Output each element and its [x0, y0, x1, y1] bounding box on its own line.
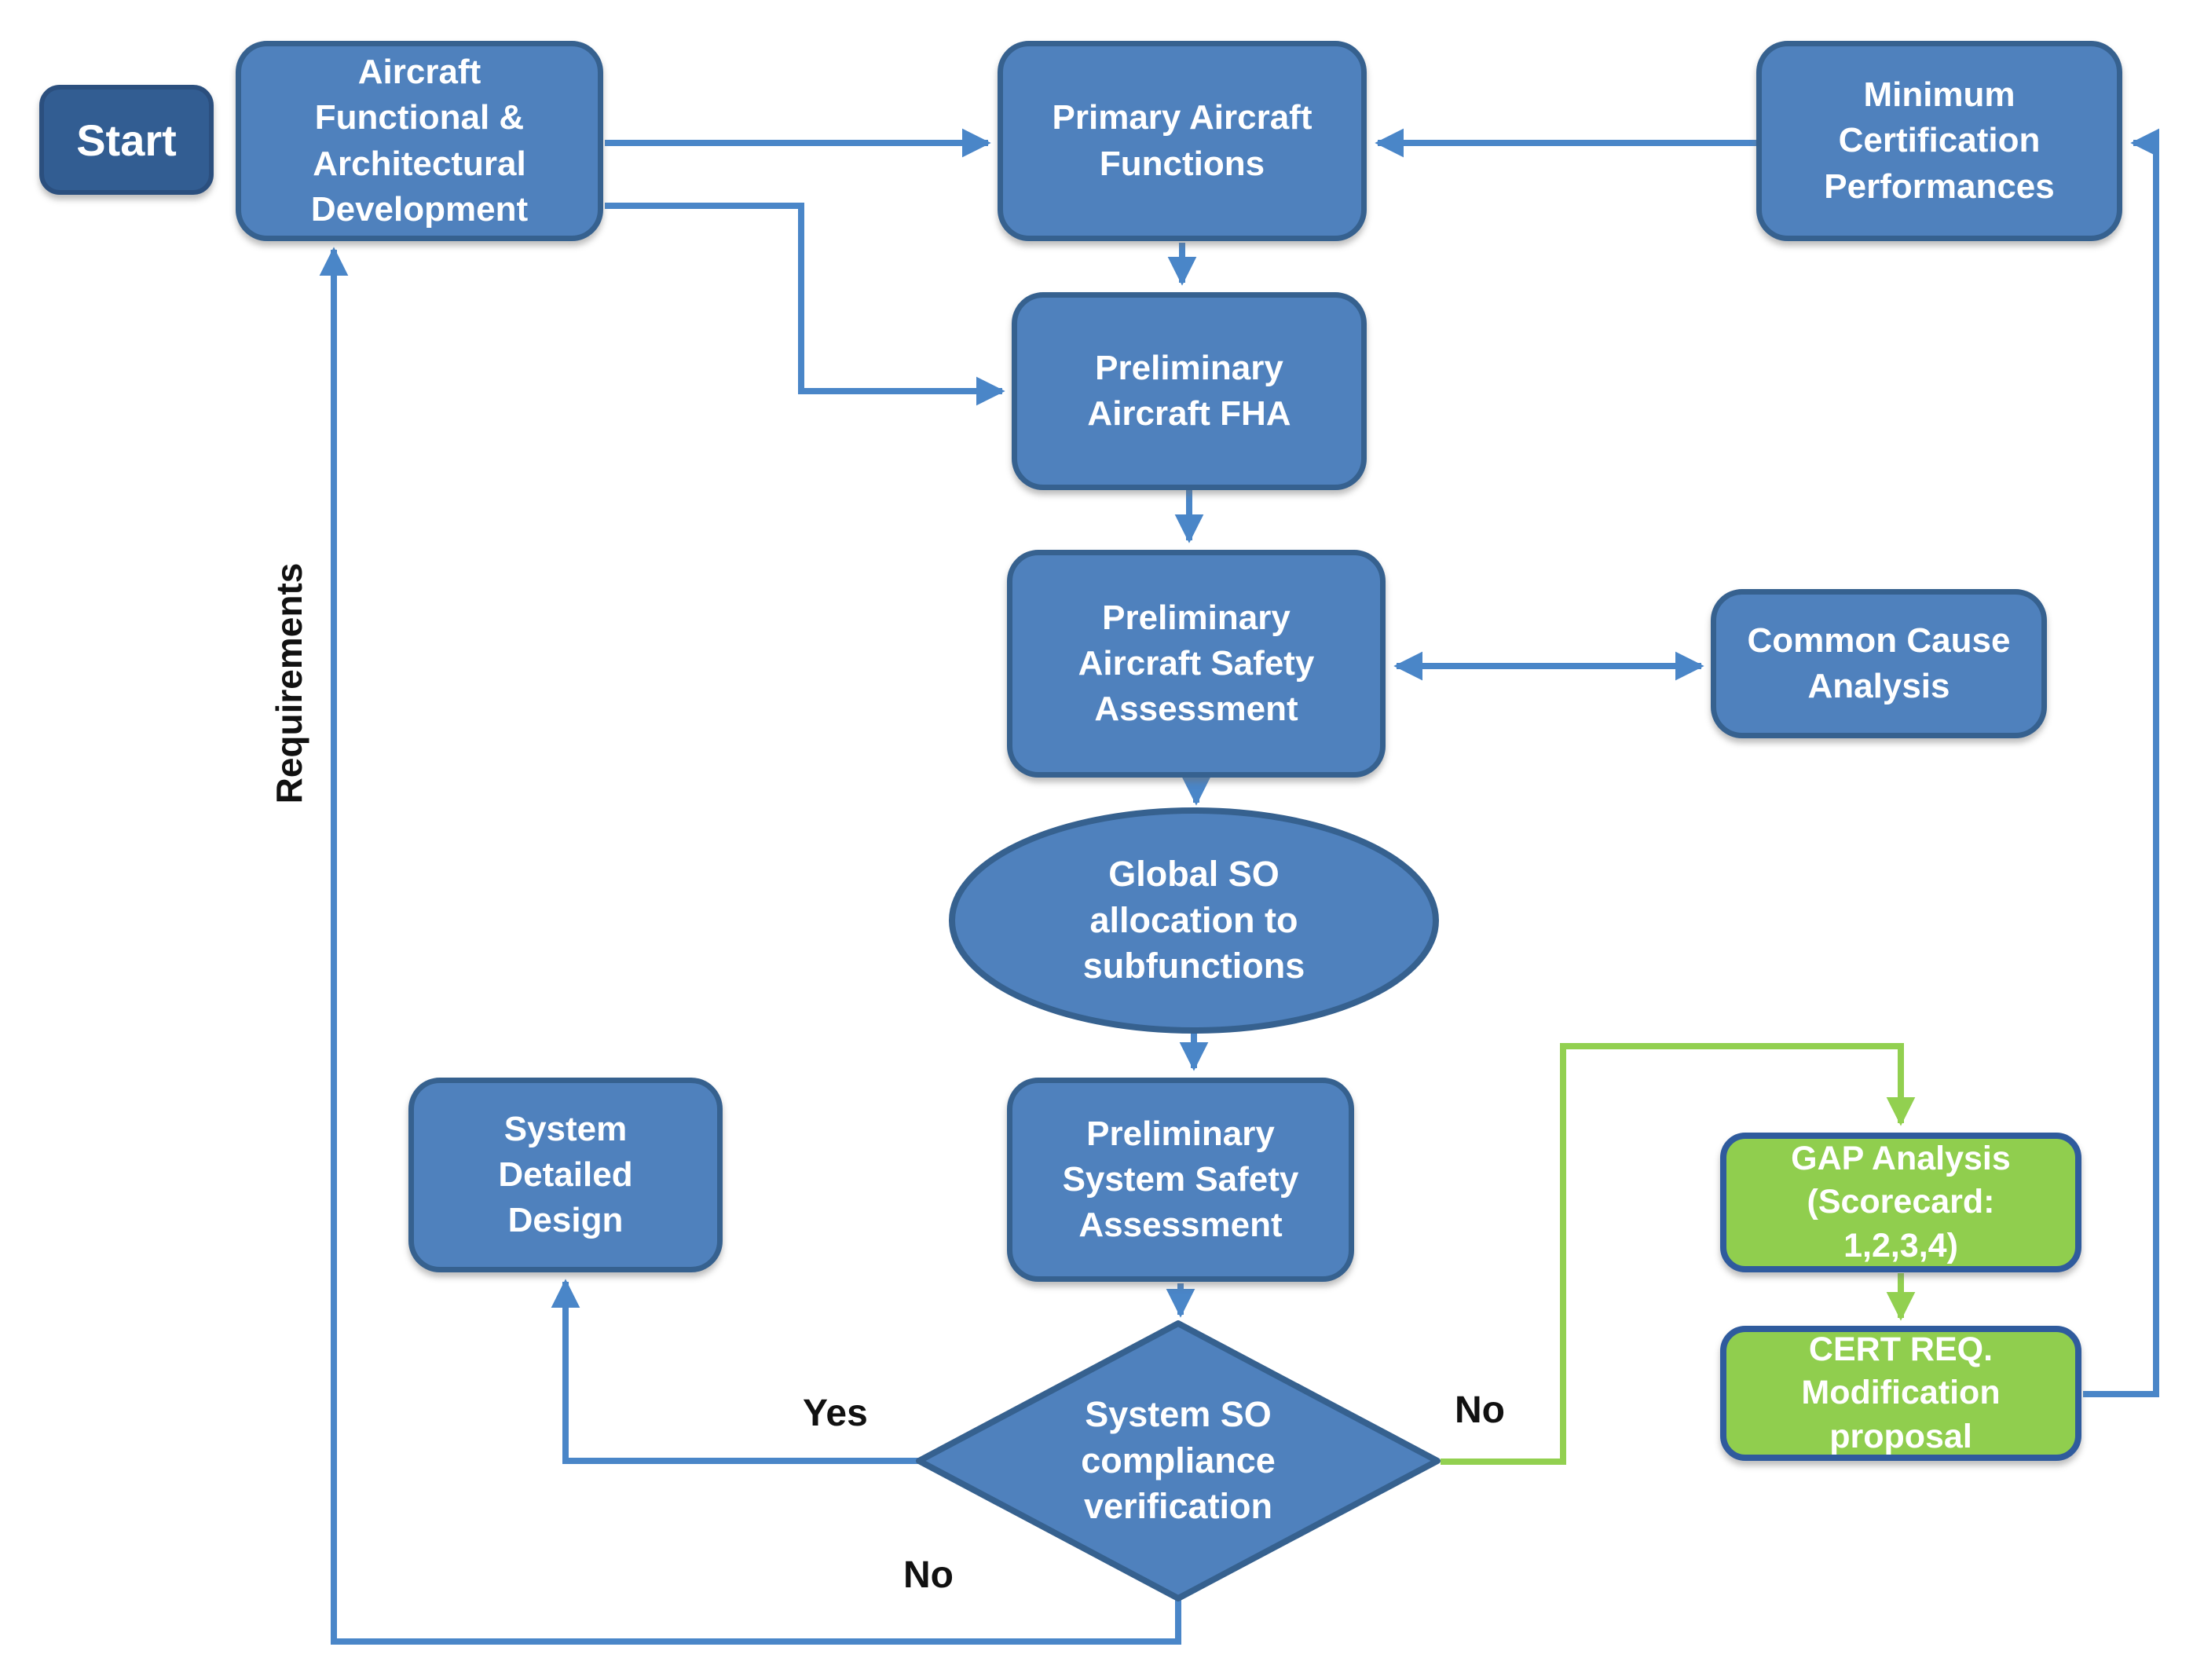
edge-label-no-bottom: No: [903, 1554, 954, 1596]
node-label-line: Functions: [1099, 144, 1265, 183]
node-preliminary-aircraft-fha: Preliminary Aircraft FHA: [1012, 292, 1367, 490]
edge-label-yes: Yes: [803, 1393, 868, 1434]
edge-decision-no-to-gap: [1441, 1043, 1916, 1465]
node-label-line: Certification: [1838, 121, 2041, 160]
node-label-line: subfunctions: [1082, 946, 1305, 986]
node-label-line: Aircraft: [357, 53, 481, 92]
node-label-line: Preliminary: [1095, 348, 1283, 387]
node-cert-req-modification-proposal: CERT REQ. Modification proposal: [1720, 1326, 2081, 1461]
node-label-line: Modification: [1801, 1374, 2001, 1412]
node-label-line: Minimum: [1863, 75, 2015, 115]
ellipse-global-so-allocation: [949, 807, 1439, 1034]
node-preliminary-aircraft-safety-assessment: Preliminary Aircraft Safety Assessment: [1007, 550, 1386, 778]
node-label-line: Assessment: [1078, 1206, 1283, 1245]
node-start: Start: [39, 85, 214, 195]
node-label-line: Detailed: [498, 1155, 633, 1194]
node-label-line: Aircraft Safety: [1078, 643, 1315, 683]
node-label-line: Analysis: [1807, 667, 1950, 705]
node-label-line: Aircraft FHA: [1087, 394, 1291, 433]
edge-afad-to-fha: [605, 203, 1005, 406]
label-global-so-allocation: Global SO allocation to subfunctions: [952, 817, 1436, 1024]
node-label-line: Preliminary: [1086, 1114, 1275, 1153]
label-system-so-compliance: System SO compliance verification: [998, 1374, 1359, 1547]
node-preliminary-system-safety-assessment: Preliminary System Safety Assessment: [1007, 1078, 1354, 1282]
node-label-line: proposal: [1829, 1417, 1972, 1455]
node-label-line: CERT REQ.: [1808, 1330, 1993, 1369]
edge-decision-yes-to-sdd: [551, 1279, 919, 1464]
node-system-detailed-design: System Detailed Design: [408, 1078, 723, 1272]
node-label-line: verification: [1083, 1486, 1273, 1527]
node-label-line: allocation to: [1089, 899, 1298, 940]
node-label-line: System SO: [1085, 1394, 1272, 1435]
node-label-line: Performances: [1824, 167, 2055, 206]
node-label-line: System Safety: [1062, 1159, 1299, 1199]
node-label-line: Design: [507, 1201, 624, 1240]
node-aircraft-functional-architectural-development: Aircraft Functional & Architectural Deve…: [236, 41, 603, 241]
node-label-line: System: [503, 1109, 628, 1148]
node-gap-analysis-scorecard: GAP Analysis (Scorecard: 1,2,3,4): [1720, 1133, 2081, 1272]
node-label-line: compliance: [1081, 1440, 1276, 1481]
edge-decision-no-to-afad-requirements: [319, 247, 1181, 1645]
node-label-line: Architectural: [313, 144, 526, 183]
node-label-line: GAP Analysis: [1791, 1140, 2011, 1178]
node-label-line: Common Cause: [1747, 620, 2011, 660]
node-label-line: Assessment: [1094, 690, 1298, 729]
requirements-feedback-label: Requirements: [269, 562, 309, 804]
node-label-line: Functional &: [314, 98, 525, 137]
node-minimum-certification-performances: Minimum Certification Performances: [1756, 41, 2122, 241]
diamond-system-so-compliance: [916, 1320, 1441, 1601]
edge-label-no-right: No: [1455, 1389, 1505, 1431]
node-label-line: Global SO: [1108, 854, 1280, 895]
node-label-line: Primary Aircraft: [1052, 98, 1313, 137]
node-label-line: 1,2,3,4): [1843, 1226, 1958, 1265]
node-label-line: Development: [310, 189, 529, 229]
node-label-line: Start: [76, 115, 177, 165]
edge-cert-to-mcp: [2083, 128, 2160, 1397]
node-label-line: (Scorecard:: [1807, 1183, 1995, 1221]
node-label-line: Preliminary: [1102, 598, 1291, 637]
node-primary-aircraft-functions: Primary Aircraft Functions: [998, 41, 1367, 241]
node-common-cause-analysis: Common Cause Analysis: [1711, 589, 2047, 738]
